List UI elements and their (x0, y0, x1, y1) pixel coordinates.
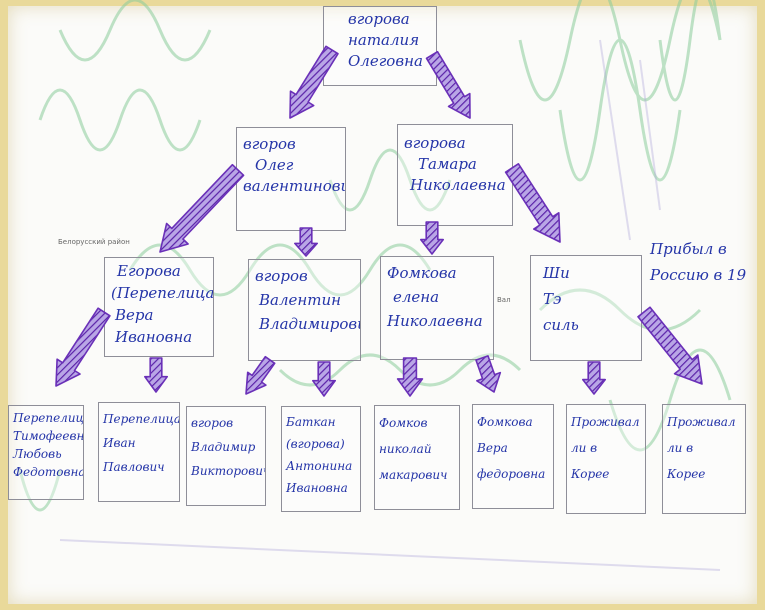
person-oleg: вгоров Олег валентинович (236, 127, 346, 231)
person-vera: Егорова (Перепелица) Вера Ивановна (104, 257, 214, 357)
name-line: Тимофеевна (13, 429, 84, 443)
pencil-note-mid: Вал (497, 296, 511, 304)
name-line: Иван (103, 436, 136, 450)
pencil-note-left: Белорусский район (58, 238, 130, 246)
name-line: Ивановна (115, 328, 193, 346)
name-line: валентинович (243, 177, 345, 195)
name-line: вгоров (243, 135, 296, 153)
name-line: Перепелица (103, 412, 180, 426)
name-line: Перепелица (13, 411, 84, 425)
person-root: вгорова наталия Олеговна (323, 6, 437, 86)
name-line: Антонина (286, 459, 353, 473)
name-line: Баткан (286, 415, 336, 429)
name-line: вгоров (255, 267, 308, 285)
name-line: Олеговна (348, 52, 423, 70)
note-line: Россию в 19 (650, 266, 747, 284)
note-line: Прибыл в (650, 240, 727, 258)
name-line: ли в (667, 441, 694, 455)
name-line: Викторович (191, 464, 266, 478)
person-valentin: вгоров Валентин Владимирович (248, 259, 361, 361)
person-timofeevna: Перепелица Тимофеевна Любовь Федотовна (8, 405, 84, 500)
name-line: (Перепелица) (111, 284, 214, 302)
person-elena: Фомкова елена Николаевна (380, 256, 494, 360)
name-line: Ши (543, 264, 570, 282)
name-line: Фомкова (477, 415, 533, 429)
name-line: Проживал (667, 415, 736, 429)
name-line: макарович (379, 468, 448, 482)
name-line: Олег (255, 156, 294, 174)
name-line: Владимирович (259, 315, 360, 333)
name-line: Корее (667, 467, 706, 481)
person-batkan: Баткан (вгорова) Антонина Ивановна (281, 406, 361, 512)
name-line: Николаевна (410, 176, 506, 194)
name-line: Владимир (191, 440, 256, 454)
name-line: Корее (571, 467, 610, 481)
name-line: ли в (571, 441, 598, 455)
name-line: Николаевна (387, 312, 483, 330)
name-line: Тамара (418, 155, 477, 173)
person-shi-te-sil: Ши Тэ силь (530, 255, 642, 361)
person-vladimir: вгоров Владимир Викторович (186, 406, 266, 506)
name-line: вгоров (191, 416, 234, 430)
name-line: Фомкова (387, 264, 457, 282)
name-line: Валентин (259, 291, 342, 309)
name-line: вгорова (348, 10, 410, 28)
name-line: Ивановна (286, 481, 348, 495)
name-line: Фомков (379, 416, 428, 430)
name-line: Тэ (543, 290, 562, 308)
paper-sheet (8, 6, 757, 604)
person-korea-2: Проживал ли в Корее (662, 404, 746, 514)
person-tamara: вгорова Тамара Николаевна (397, 124, 513, 226)
name-line: Вера (477, 441, 508, 455)
name-line: Егорова (117, 262, 181, 280)
name-line: наталия (348, 31, 420, 49)
name-line: Любовь (13, 447, 62, 461)
note-arrived: Прибыл в Россию в 19 (650, 236, 746, 288)
name-line: Вера (115, 306, 154, 324)
name-line: елена (393, 288, 440, 306)
name-line: Павлович (103, 460, 165, 474)
name-line: николай (379, 442, 432, 456)
name-line: Проживал (571, 415, 640, 429)
name-line: Федотовна (13, 465, 84, 479)
person-nikolai: Фомков николай макарович (374, 405, 460, 510)
name-line: силь (543, 316, 579, 334)
name-line: федоровна (477, 467, 546, 481)
name-line: (вгорова) (286, 437, 345, 451)
person-ivan: Перепелица Иван Павлович (98, 402, 180, 502)
person-korea-1: Проживал ли в Корее (566, 404, 646, 514)
name-line: вгорова (404, 134, 466, 152)
person-vera-fomkova: Фомкова Вера федоровна (472, 404, 554, 509)
